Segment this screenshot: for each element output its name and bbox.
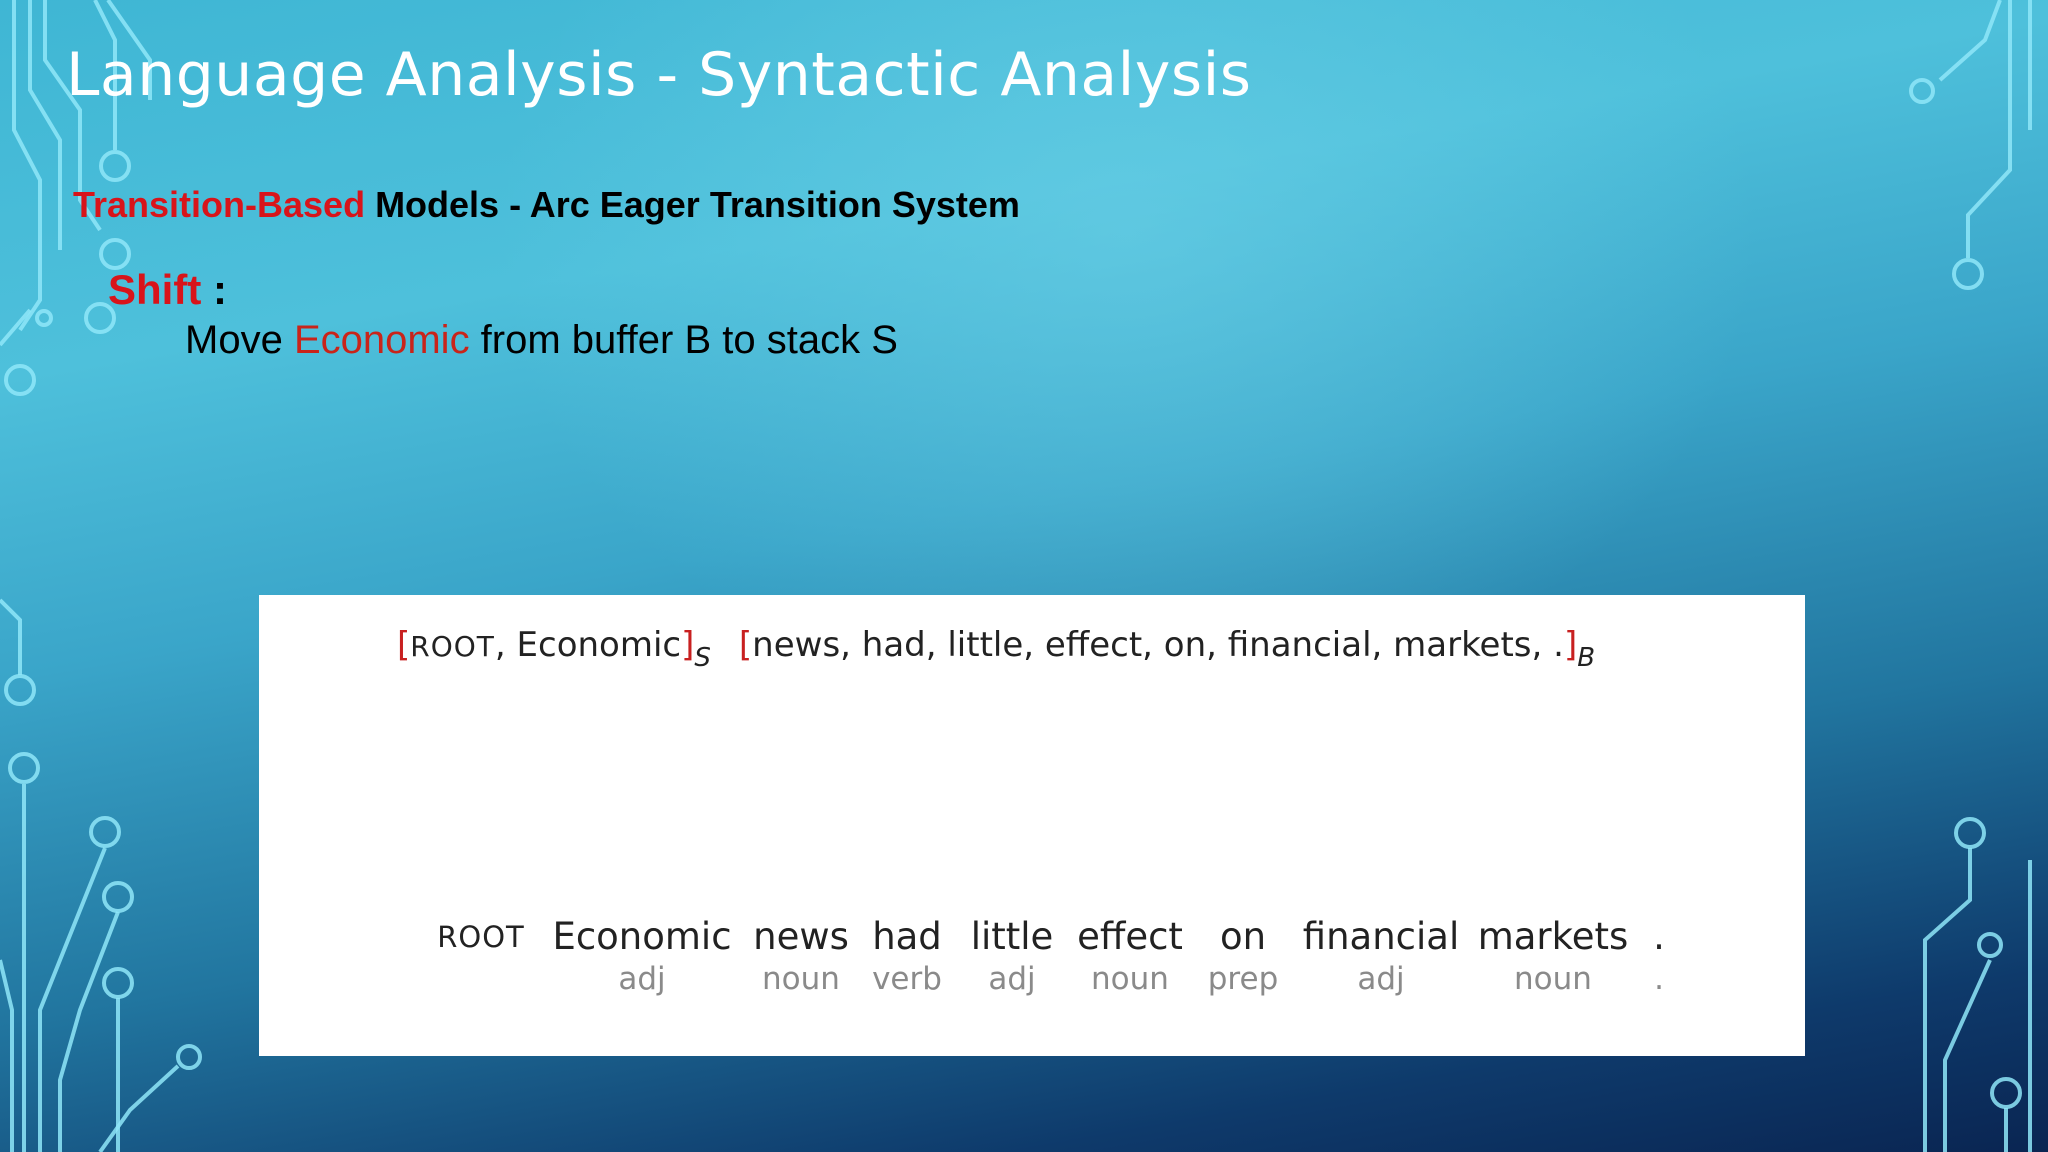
- buffer-close-bracket: ]: [1563, 625, 1578, 665]
- token-word: on: [1219, 915, 1267, 958]
- token-tag: noun: [1091, 961, 1169, 997]
- token-tag: prep: [1207, 961, 1279, 997]
- move-suffix: from buffer B to stack S: [469, 318, 898, 362]
- token-word: little: [970, 915, 1054, 958]
- action-label: Shift: [108, 266, 202, 313]
- buffer-open-bracket: [: [738, 625, 753, 665]
- token-word: Economic: [552, 915, 732, 958]
- buffer-words: news, had, little, effect, on, financial…: [752, 625, 1564, 665]
- token-tag: adj: [618, 961, 666, 997]
- token-root: ROOT: [437, 915, 525, 959]
- token-tag: .: [1654, 961, 1664, 997]
- token-tag: adj: [1357, 961, 1405, 997]
- action-heading: Shift :: [108, 266, 227, 314]
- subtitle-highlight: Transition-Based: [73, 184, 366, 225]
- slide-subtitle: Transition-Based Models - Arc Eager Tran…: [73, 184, 1020, 226]
- token-word: effect: [1077, 915, 1183, 958]
- move-prefix: Move: [185, 318, 294, 362]
- stack-root: ROOT: [410, 630, 495, 663]
- stack-subscript: S: [694, 643, 711, 673]
- action-colon: :: [201, 266, 227, 313]
- token-word: financial: [1302, 915, 1460, 958]
- move-word: Economic: [293, 318, 470, 362]
- stack-close-bracket: ]: [681, 625, 695, 665]
- token-period: ..: [1653, 915, 1665, 999]
- token-tag: noun: [762, 961, 840, 997]
- token-word: had: [872, 915, 942, 958]
- stack-separator: ,: [494, 625, 517, 665]
- token-tag: noun: [1514, 961, 1592, 997]
- action-description: Move Economic from buffer B to stack S: [185, 318, 898, 363]
- buffer-subscript: B: [1577, 643, 1596, 673]
- token-word: news: [753, 915, 849, 958]
- token-word: markets: [1477, 915, 1629, 958]
- parser-state-figure: [ROOT, Economic]S[news, had, little, eff…: [259, 595, 1805, 1056]
- token-tag: adj: [988, 961, 1036, 997]
- stack-word: Economic: [516, 625, 682, 665]
- slide-title: Language Analysis - Syntactic Analysis: [66, 40, 1252, 110]
- subtitle-rest: Models - Arc Eager Transition System: [365, 184, 1020, 225]
- token-tag: verb: [872, 961, 942, 997]
- token-word: ROOT: [437, 920, 525, 954]
- parser-configuration: [ROOT, Economic]S[news, had, little, eff…: [397, 625, 1595, 673]
- stack-open-bracket: [: [397, 625, 411, 665]
- token-word: .: [1653, 915, 1665, 958]
